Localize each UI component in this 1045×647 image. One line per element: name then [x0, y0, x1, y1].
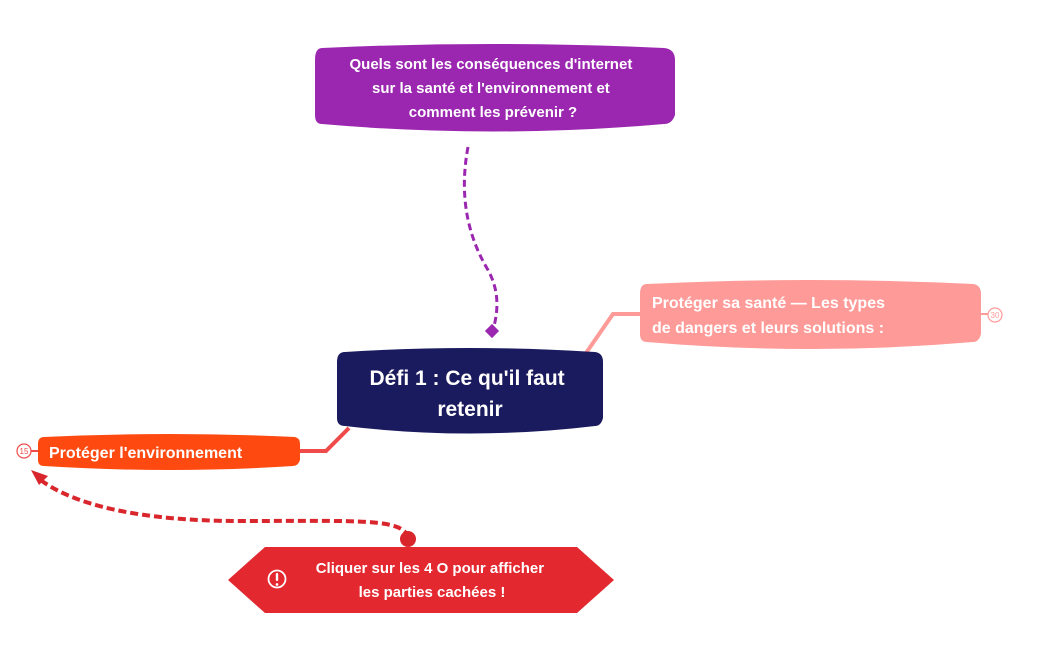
hint-node[interactable]: Cliquer sur les 4 O pour afficher les pa…	[228, 547, 614, 613]
environment-expand-badge-count: 15	[20, 447, 29, 456]
hint-link-arrowhead	[31, 470, 48, 485]
central-node-line: Défi 1 : Ce qu'il faut	[369, 367, 564, 390]
health-node[interactable]: Protéger sa santé — Les types de dangers…	[640, 280, 1003, 349]
exclamation-icon	[267, 569, 287, 589]
environment-node[interactable]: Protéger l'environnement 15	[16, 434, 300, 470]
environment-node-shape	[38, 434, 300, 470]
question-node[interactable]: Quels sont les conséquences d'internet s…	[315, 44, 675, 132]
question-link-end-marker	[484, 323, 500, 339]
hint-node-line: Cliquer sur les 4 O pour afficher	[316, 560, 545, 577]
question-node-text: Quels sont les conséquences d'internet s…	[350, 56, 637, 121]
health-node-text: Protéger sa santé — Les types de dangers…	[652, 295, 889, 337]
question-node-line: sur la santé et l'environnement et	[372, 80, 610, 97]
central-node[interactable]: Défi 1 : Ce qu'il faut retenir	[337, 348, 603, 434]
central-node-line: retenir	[437, 398, 502, 421]
health-node-line: de dangers et leurs solutions :	[652, 320, 884, 337]
question-node-shape	[315, 44, 675, 132]
hint-link-start-dot	[400, 531, 416, 547]
environment-node-line: Protéger l'environnement	[49, 445, 243, 462]
question-link	[462, 146, 499, 331]
health-expand-badge-count: 30	[991, 311, 1000, 320]
hint-node-shape	[228, 547, 614, 613]
health-node-shape	[640, 280, 981, 349]
hint-node-line: les parties cachées !	[359, 584, 506, 601]
central-node-text: Défi 1 : Ce qu'il faut retenir	[369, 367, 570, 421]
hint-link	[36, 476, 410, 539]
central-node-shape	[337, 348, 603, 434]
question-node-line: comment les prévenir ?	[409, 104, 577, 121]
health-node-line: Protéger sa santé — Les types	[652, 295, 885, 312]
health-expand-badge-circle	[987, 307, 1003, 323]
environment-link	[298, 426, 351, 453]
environment-expand-badge-circle	[16, 443, 32, 459]
hint-node-text: Cliquer sur les 4 O pour afficher les pa…	[316, 560, 549, 601]
health-expand-badge[interactable]: 30	[987, 307, 1003, 323]
question-node-line: Quels sont les conséquences d'internet	[350, 56, 633, 73]
health-link	[584, 312, 645, 355]
connectors	[31, 146, 645, 547]
environment-expand-badge[interactable]: 15	[16, 443, 32, 459]
environment-node-text: Protéger l'environnement	[49, 445, 243, 462]
